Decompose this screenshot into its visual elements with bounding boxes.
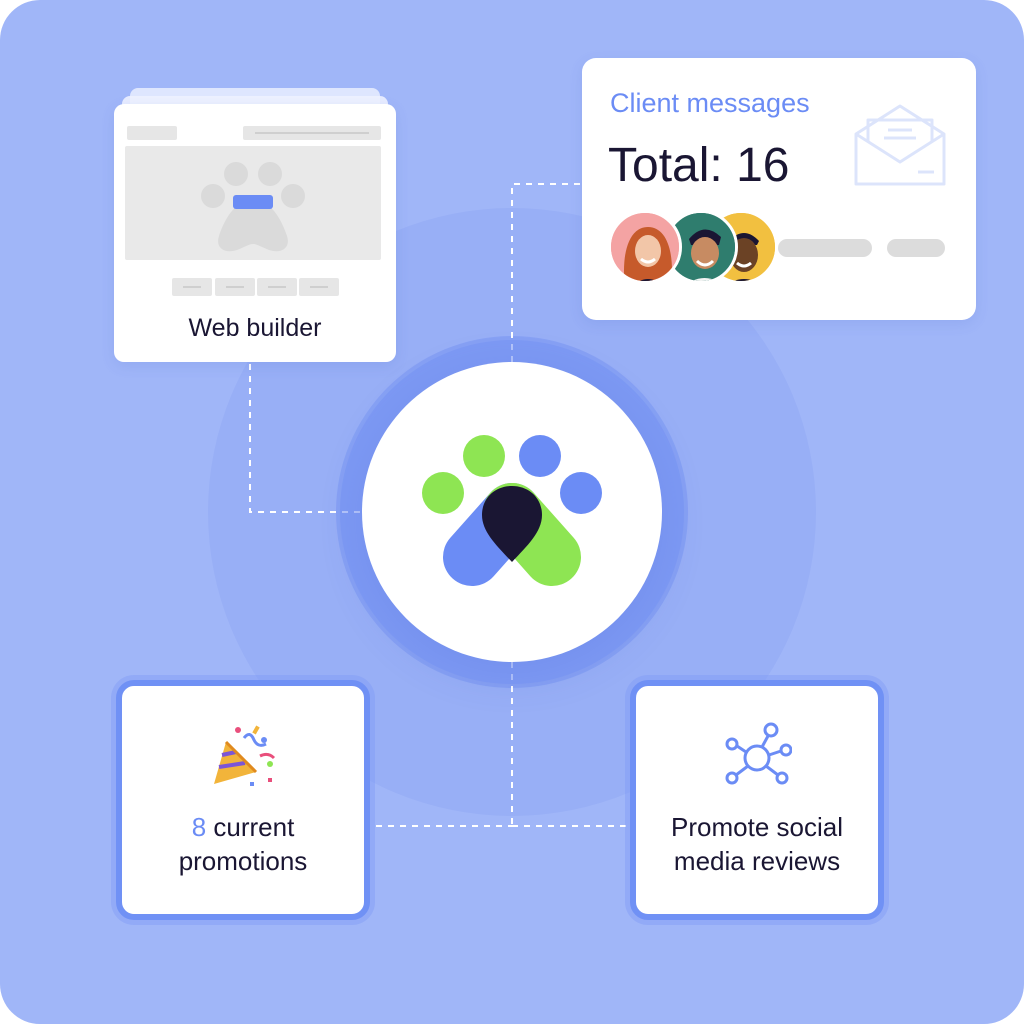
client-messages-title: Client messages [610,88,810,118]
client-messages-card[interactable]: Client messages Total: 16 [582,58,976,320]
mock-menu-item [172,278,212,296]
web-builder-label: Web builder [188,314,322,342]
client-avatar-1 [608,210,682,284]
promotions-label-current: current [213,812,295,842]
message-placeholder-bar [887,239,945,257]
envelope-icon [854,104,946,186]
connector-client-messages [511,183,582,362]
promotions-label-line2: promotions [178,846,308,876]
promotions-count: 8 [191,812,207,842]
web-builder-card[interactable]: Web builder [114,104,396,362]
mock-menu-item [299,278,339,296]
paw-placeholder-icon [201,162,305,252]
network-hub-icon [725,722,793,785]
paw-logo-icon [422,435,602,586]
social-reviews-line1: Promote social [671,812,843,842]
mock-menu-item [257,278,297,296]
mock-menu-item [215,278,255,296]
promotions-card[interactable]: 8 current promotions [116,680,370,920]
mock-nav-bar [243,126,381,140]
social-reviews-text: Promote social media reviews [636,810,878,878]
mock-hero [125,146,381,260]
client-avatar-2 [664,210,738,284]
social-reviews-card[interactable]: Promote social media reviews [630,680,884,920]
party-popper-icon [214,725,276,786]
promotions-text: 8 current promotions [122,810,364,878]
client-messages-total: Total: 16 [608,139,790,192]
mock-hero-button [233,195,273,209]
message-placeholder-bar [778,239,872,257]
social-reviews-line2: media reviews [673,846,841,876]
mock-logo-bar [127,126,177,140]
central-hub[interactable] [362,362,662,662]
connector-web-builder [249,364,362,513]
